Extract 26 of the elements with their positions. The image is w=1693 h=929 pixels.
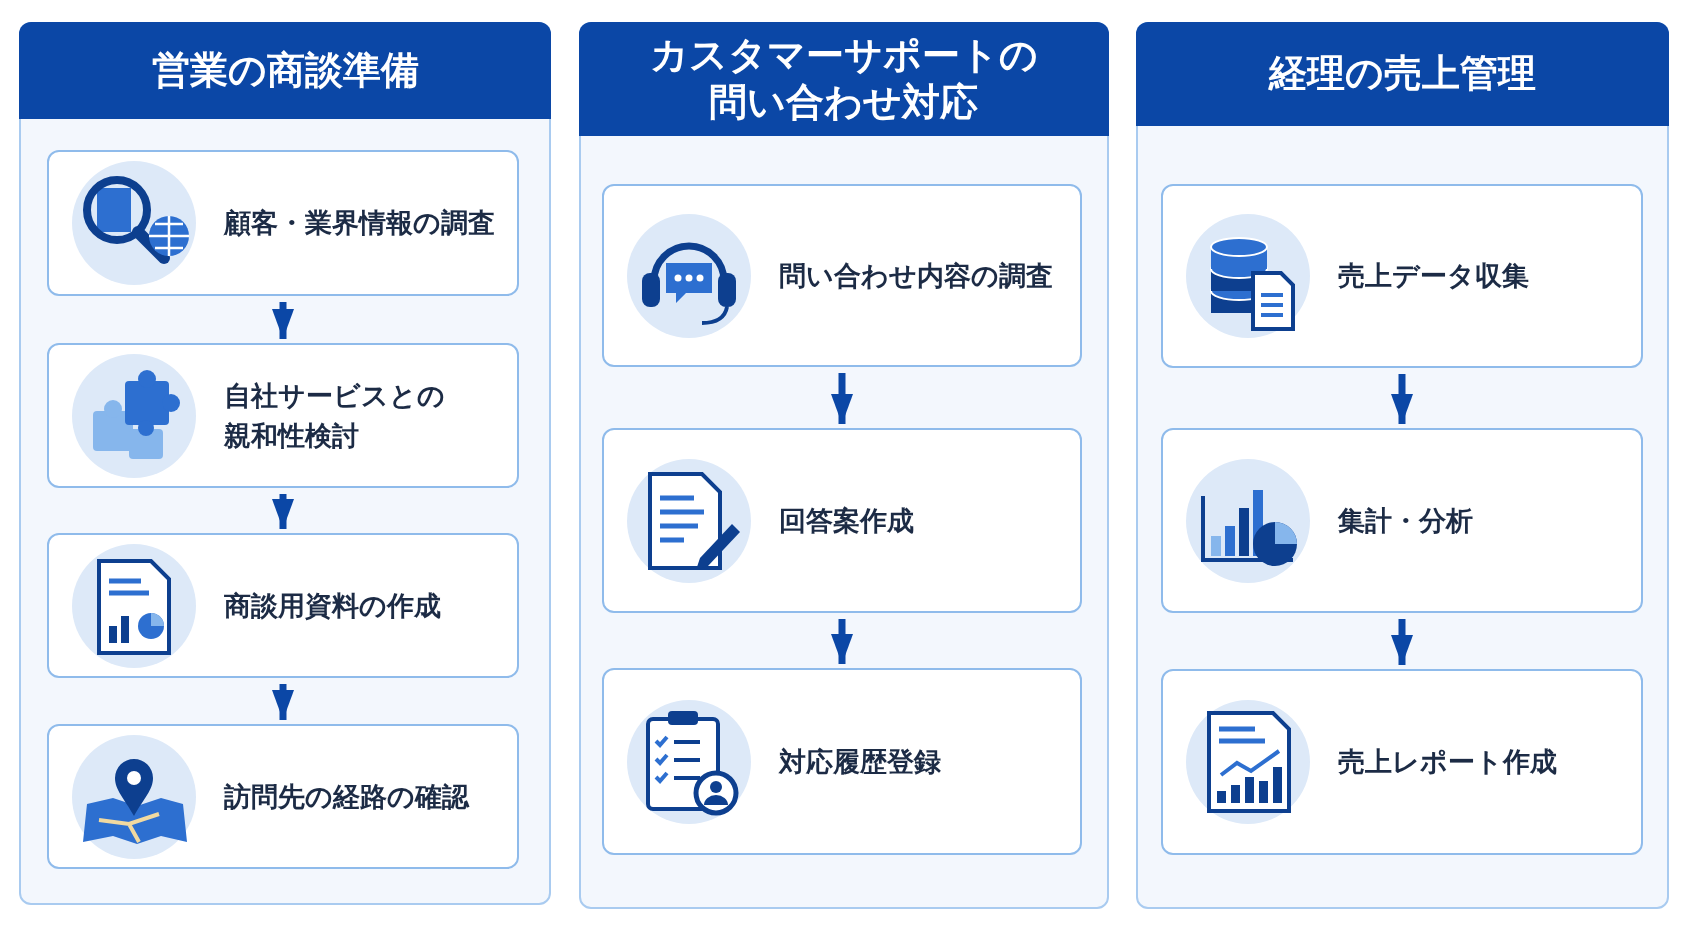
step-card xyxy=(47,533,519,678)
column-heading: 営業の商談準備 xyxy=(151,46,419,94)
step-label: 問い合わせ内容の調査 xyxy=(779,258,1053,293)
column-heading: カスタマーサポートの問い合わせ対応 xyxy=(649,31,1039,126)
column-panel xyxy=(19,22,551,905)
step-card xyxy=(1161,669,1643,855)
step-label: 商談用資料の作成 xyxy=(224,588,441,623)
step-label: 回答案作成 xyxy=(779,503,914,538)
step-card xyxy=(47,724,519,869)
column-panel xyxy=(1136,22,1669,909)
column-panel xyxy=(579,22,1109,909)
step-label: 顧客・業界情報の調査 xyxy=(224,205,495,240)
step-card xyxy=(47,343,519,488)
step-card xyxy=(602,428,1082,613)
step-card xyxy=(602,668,1082,855)
step-card xyxy=(602,184,1082,367)
step-label: 自社サービスとの親和性検討 xyxy=(224,378,446,453)
step-label: 集計・分析 xyxy=(1338,503,1473,538)
step-card xyxy=(1161,428,1643,613)
step-card xyxy=(1161,184,1643,368)
step-label: 売上データ収集 xyxy=(1338,258,1529,293)
column-heading: 経理の売上管理 xyxy=(1269,50,1536,98)
step-label: 訪問先の経路の確認 xyxy=(224,779,469,814)
step-label: 対応履歴登録 xyxy=(779,744,941,779)
step-card xyxy=(47,150,519,296)
step-label: 売上レポート作成 xyxy=(1338,744,1557,779)
